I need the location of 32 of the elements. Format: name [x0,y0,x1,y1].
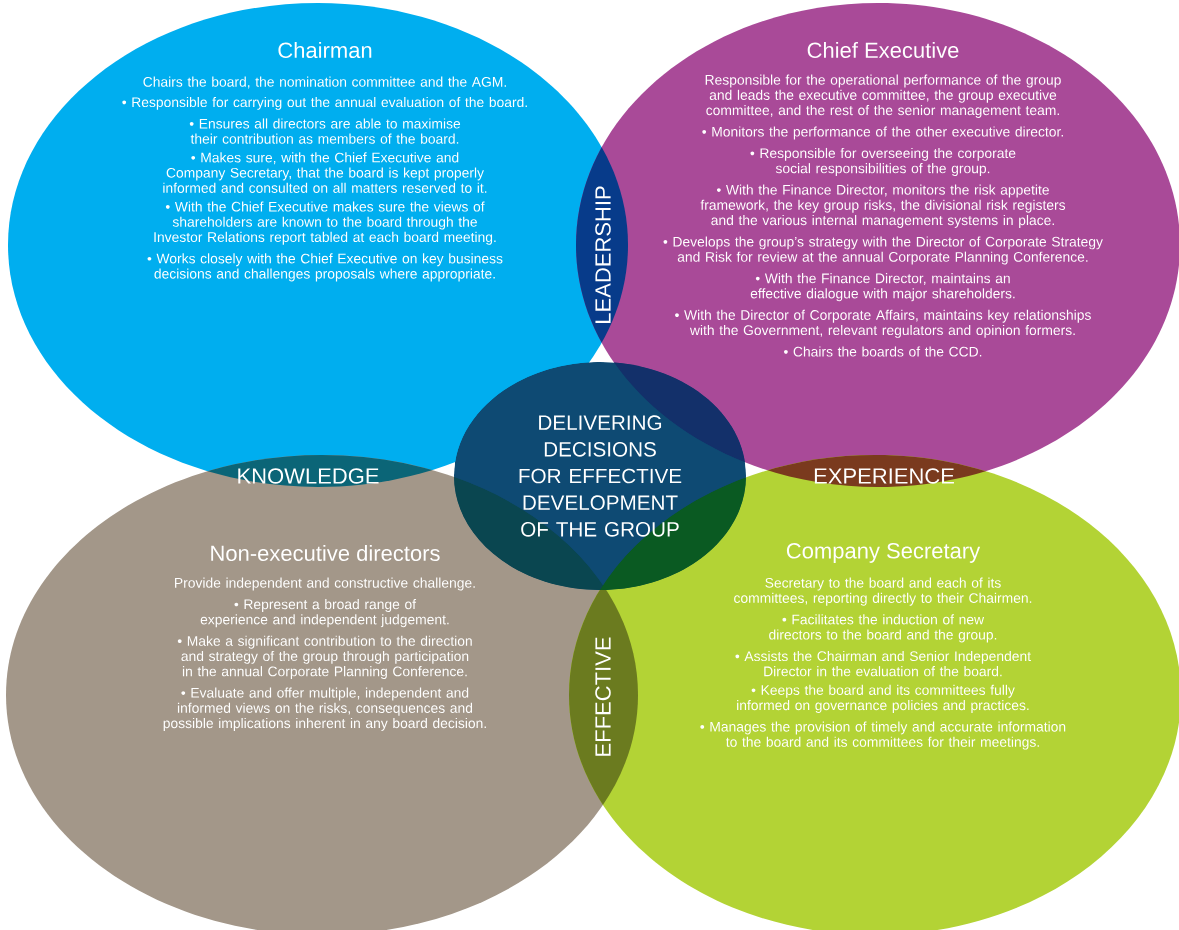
paragraph: Secretary to the board and each of its committees, reporting directly to their Chairmen. [734,577,1032,606]
paragraph: • Make a significant contribution to the direction and strategy of the group through participation in the annual Corporate Planning Conference. [177,635,472,680]
paragraph: • With the Finance Director, monitors the risk appetite framework, the key group risks, the divisional risk registers and the various internal management systems in place. [700,184,1066,228]
region-label: EXPERIENCE [814,468,954,484]
region-label: KNOWLEDGE [238,468,379,484]
heading: Chief Executive [807,41,959,59]
paragraph: • Facilitates the induction of new directors to the board and the group. [769,614,997,643]
paragraph: • Responsible for carrying out the annual evaluation of the board. [122,96,527,110]
paragraph: • Assists the Chairman and Senior Independent Director in the evaluation of the board. [735,650,1031,677]
region-label: EFFECTIVE [595,637,611,756]
paragraph: • Represent a broad range of experience and independent judgement. [200,599,449,628]
paragraph: • Makes sure, with the Chief Executive and Company Secretary, that the board is kept properly informed and consulted on all matters reserved to it. [163,152,487,193]
paragraph: • Chairs the boards of the CCD. [784,346,982,357]
heading: Company Secretary [786,543,981,563]
paragraph: • Responsible for overseeing the corporate social responsibilities of the group. [750,147,1016,177]
heading: Non-executive directors [211,544,440,562]
paragraph: • Ensures all directors are able to maximise their contribution as members of the board. [189,118,461,144]
paragraph: • With the Chief Executive makes sure the views of shareholders are known to the board through the Investor Relations report tabled at each board meeting. [154,201,496,245]
paragraph: • Manages the provision of timely and accurate information to the board and its committees for their meetings. [700,721,1066,750]
heading: Chairman [278,41,372,59]
paragraph: Chairs the board, the nomination committee and the AGM. [143,76,506,89]
paragraph: • Monitors the performance of the other executive director. [702,126,1063,140]
paragraph: • Evaluate and offer multiple, independent and informed views on the risks, consequences and possible implications inherent in any board decision. [163,687,486,731]
paragraph: • Keeps the board and its committees fully informed on governance policies and practices. [737,684,1029,713]
paragraph: • With the Director of Corporate Affairs, maintains key relationships with the Government, relevant regulators and opinion formers. [675,309,1091,338]
paragraph: • Develops the group’s strategy with the Director of Corporate Strategy and Risk for review at the annual Corporate Planning Conference. [663,236,1103,265]
region-label: LEADERSHIP [595,186,611,323]
paragraph: • With the Finance Director, maintains an effective dialogue with major shareholders. [750,273,1015,302]
center-text: DELIVERING DECISIONS FOR EFFECTIVE DEVELOPMENT OF THE GROUP [519,415,682,537]
paragraph: Responsible for the operational performance of the group and leads the executive committee, the group executive committee, and the rest of the senior management team. [705,74,1061,118]
paragraph: • Works closely with the Chief Executive on key business decisions and challenges proposals where appropriate. [147,253,503,282]
paragraph: Provide independent and constructive challenge. [175,577,475,591]
